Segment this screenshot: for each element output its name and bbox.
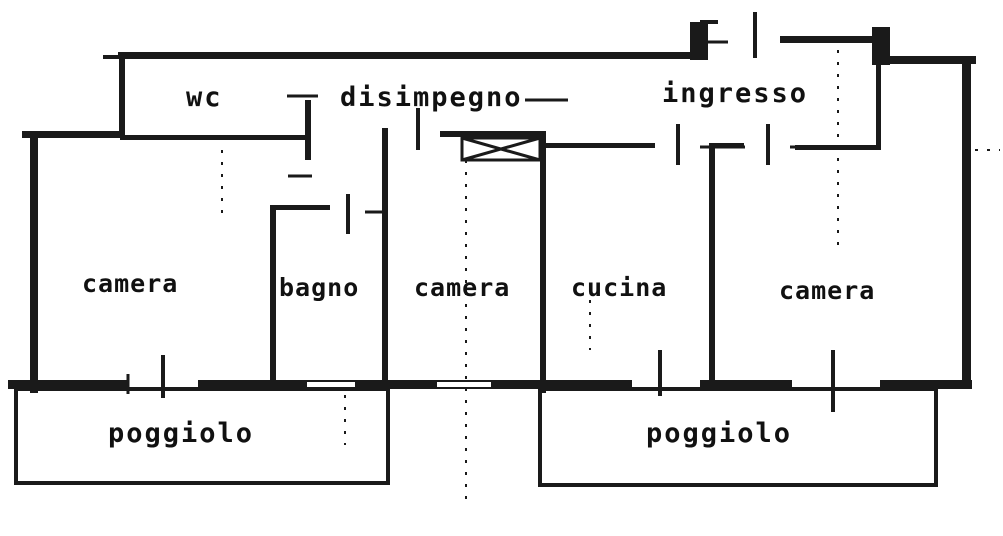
corridor-dashes [288,94,568,102]
wall-south-1 [8,380,128,389]
room-label-ingresso: ingresso [662,78,808,109]
room-label-cucina: cucina [571,273,667,302]
exterior-walls [22,12,976,393]
room-label-wc: wc [186,82,223,113]
wall-bagno-left [270,205,276,385]
room-label-disimpegno: disimpegno [340,82,523,113]
wall-top-left-camera [22,131,124,138]
shaft-cross-2 [461,136,541,162]
room-labels: wc disimpegno ingresso camera bagno came… [82,78,875,449]
room-label-poggiolo-right: poggiolo [646,418,792,449]
wall-south-5 [700,380,792,389]
room-label-camera-right: camera [779,276,875,305]
entrance-top-frag-1 [700,20,718,24]
entrance-pillar-right [872,27,890,65]
window-2 [435,380,493,389]
wall-south-2 [198,380,306,389]
balcony-left [14,387,390,485]
wall-cucina-right [709,143,715,383]
wall-wc-partition [305,100,311,160]
wall-cucina-left [540,131,546,393]
dotted-guides [221,50,1000,500]
wall-bagno-right [382,128,388,388]
room-label-bagno: bagno [279,273,359,302]
balconies [14,387,938,487]
entrance-pillar-left [690,22,708,60]
balcony-right [538,387,938,487]
wall-bagno-top [270,205,330,210]
room-label-poggiolo-left: poggiolo [108,418,254,449]
wall-left-outer [30,131,38,393]
wall-ingresso-right [876,60,881,150]
wall-shaft-top [440,131,545,137]
entrance-top-frag-2 [780,36,876,43]
wall-top-right [876,56,976,64]
wall-right-outer [962,56,971,386]
wall-wc-bottom [120,135,310,140]
wall-top-left-stub [103,55,123,59]
south-wall [8,350,972,412]
room-label-camera-center: camera [414,273,510,302]
wall-cucina-top [545,143,655,148]
wall-south-4 [492,380,632,389]
window-1 [305,380,357,389]
room-label-camera-left: camera [82,269,178,298]
wall-top-corridor [118,52,698,59]
wall-south-6 [880,380,972,389]
wall-corridor-left [119,55,125,137]
wall-south-3 [356,380,436,389]
